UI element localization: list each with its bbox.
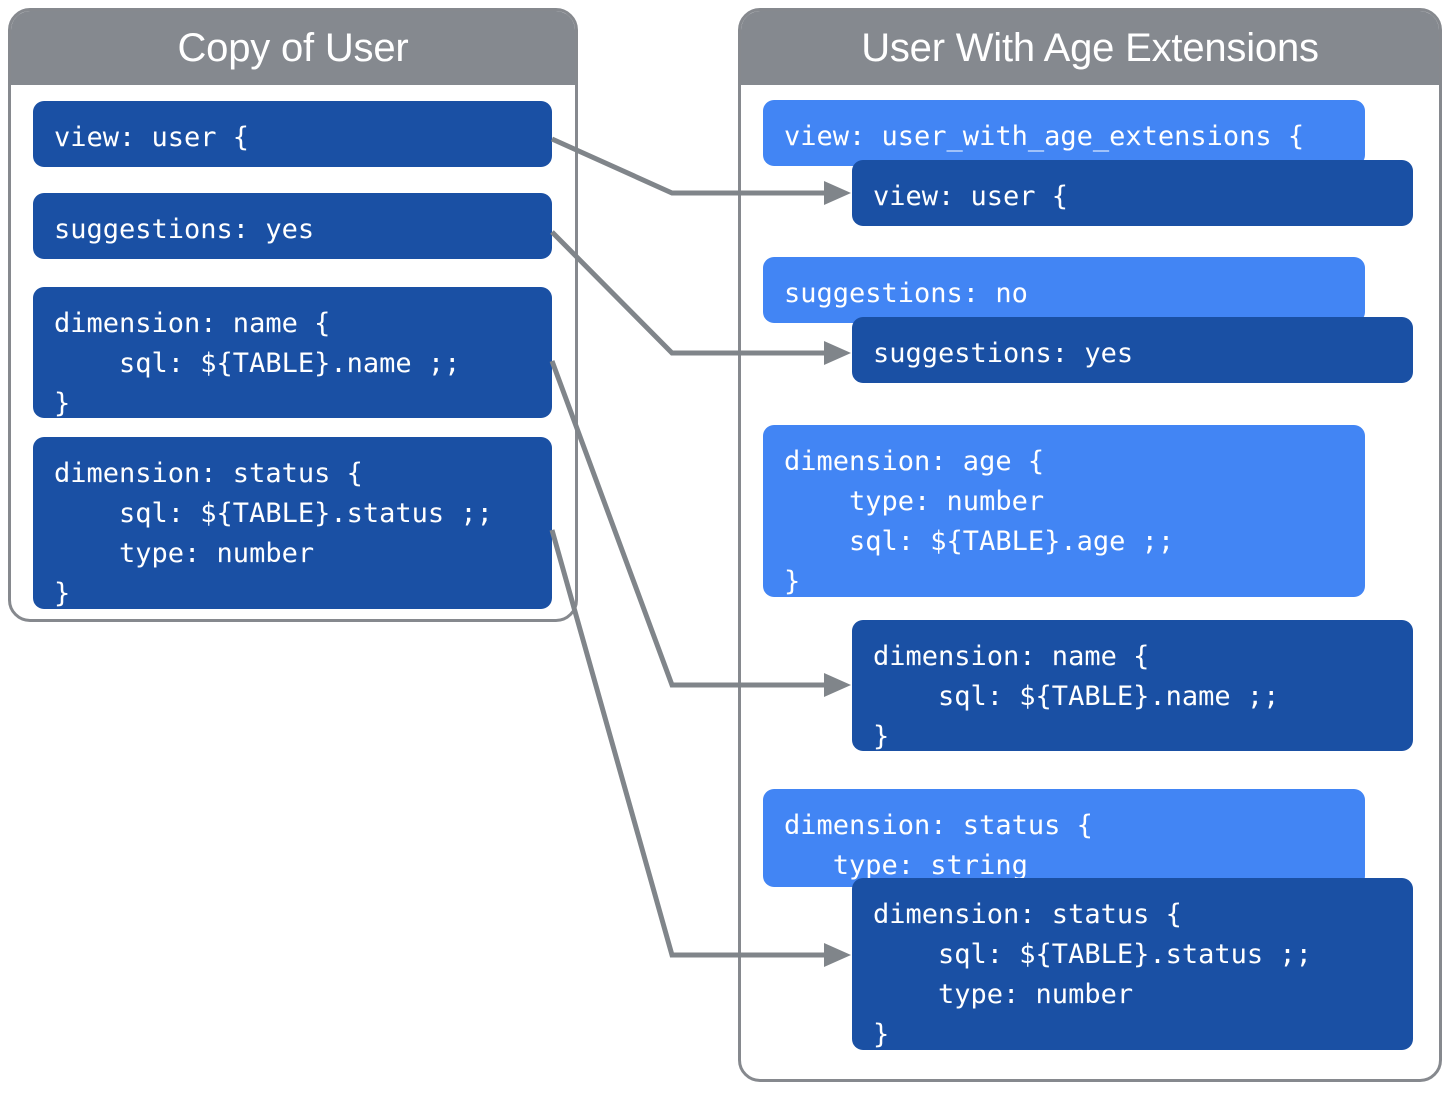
right-block-suggestions-yes: suggestions: yes — [852, 317, 1413, 383]
panel-right-title: User With Age Extensions — [741, 11, 1439, 85]
left-block-dimension-status: dimension: status { sql: ${TABLE}.status… — [33, 437, 552, 609]
right-block-suggestions-no: suggestions: no — [763, 257, 1365, 323]
right-block-dimension-name: dimension: name { sql: ${TABLE}.name ;; … — [852, 620, 1413, 752]
right-block-dimension-status-inherited: dimension: status { sql: ${TABLE}.status… — [852, 878, 1413, 1050]
panel-left-title: Copy of User — [11, 11, 575, 85]
left-block-view: view: user { — [33, 101, 552, 167]
right-block-dimension-age: dimension: age { type: number sql: ${TAB… — [763, 425, 1365, 597]
left-block-suggestions: suggestions: yes — [33, 193, 552, 259]
right-block-view-user: view: user { — [852, 160, 1413, 226]
right-block-view-extension: view: user_with_age_extensions { — [763, 100, 1365, 166]
right-block-dimension-status-override: dimension: status { type: string — [763, 789, 1365, 887]
left-block-dimension-name: dimension: name { sql: ${TABLE}.name ;; … — [33, 287, 552, 419]
